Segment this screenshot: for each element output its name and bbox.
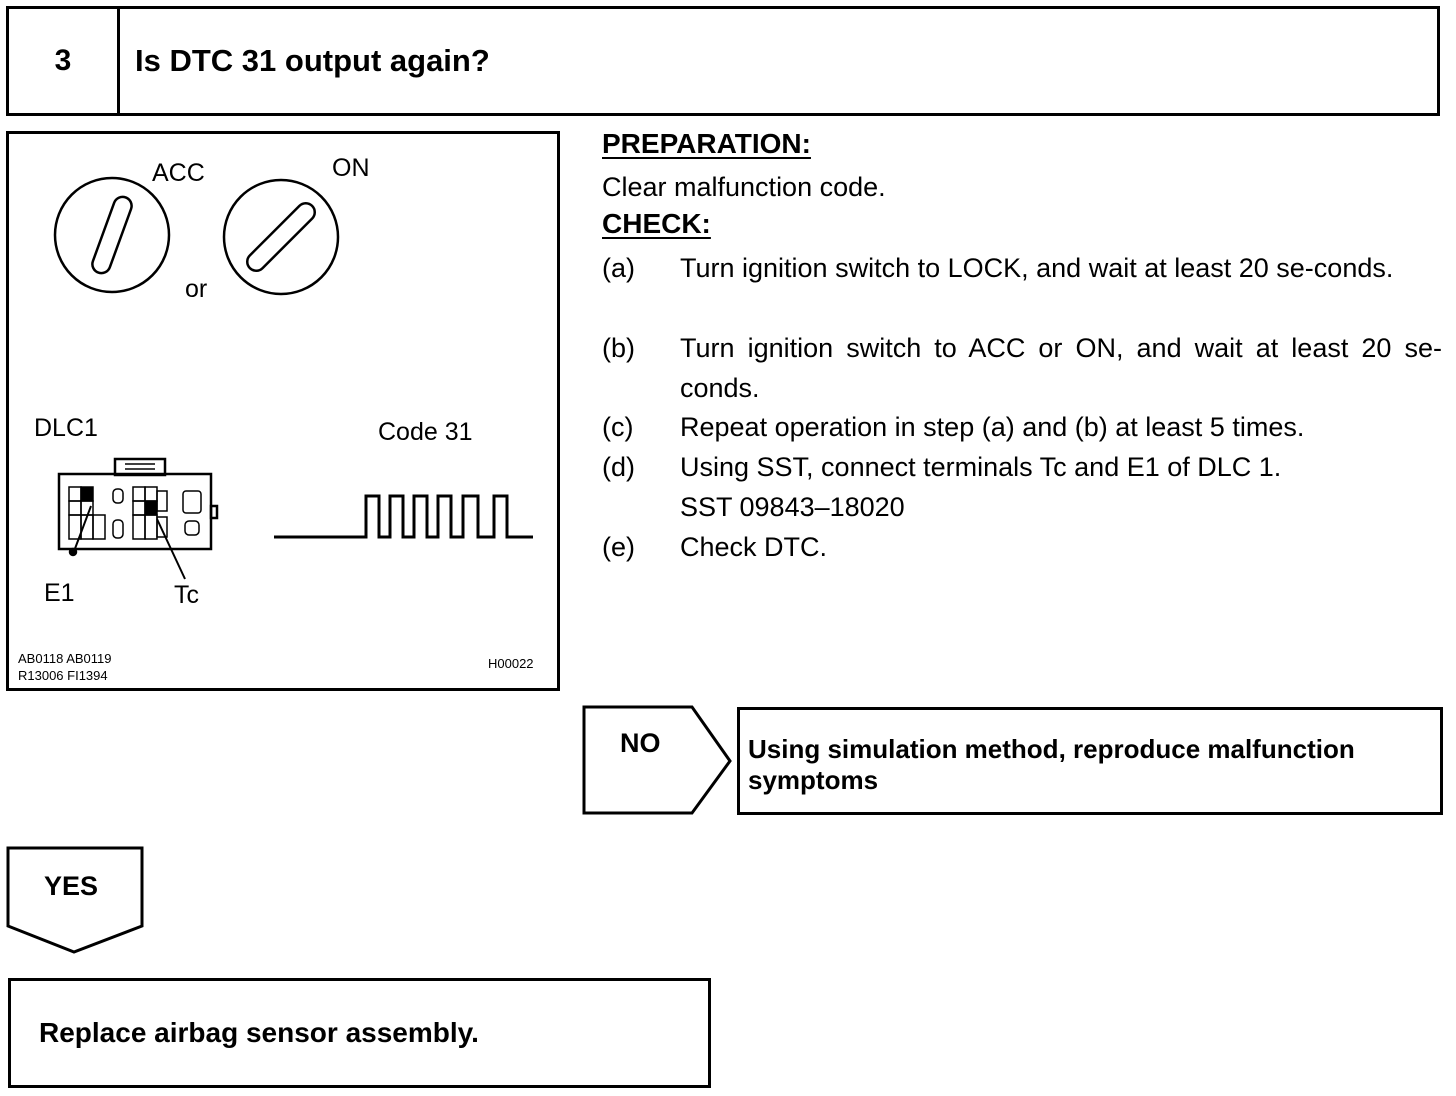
tc-label: Tc bbox=[174, 581, 199, 609]
step-title: Is DTC 31 output again? bbox=[135, 43, 490, 78]
preparation-heading: PREPARATION: bbox=[602, 128, 811, 159]
step-letter: (b) bbox=[602, 333, 635, 363]
yes-label: YES bbox=[44, 871, 99, 901]
ignition-on-icon bbox=[222, 178, 340, 296]
dlc1-label: DLC1 bbox=[34, 414, 98, 442]
step-text: Check DTC. bbox=[680, 532, 828, 562]
code31-waveform bbox=[274, 494, 533, 539]
step-text: Repeat operation in step (a) and (b) at … bbox=[680, 412, 1305, 442]
yes-result-box: Replace airbag sensor assembly. bbox=[8, 978, 711, 1088]
acc-label: ACC bbox=[152, 159, 205, 187]
illustration-panel: ACC ON or DLC1 Code 31 E1 Tc AB0118 AB01… bbox=[6, 131, 560, 691]
step-number: 3 bbox=[9, 9, 120, 113]
sst-line: SST 09843–18020 bbox=[680, 492, 905, 522]
dlc1-connector-icon bbox=[57, 457, 219, 580]
code-label: Code 31 bbox=[378, 418, 473, 446]
step-letter: (d) bbox=[602, 452, 635, 482]
check-heading: CHECK: bbox=[602, 208, 711, 239]
e1-label: E1 bbox=[44, 579, 75, 607]
illustration-drawing bbox=[53, 176, 533, 580]
yes-result-text: Replace airbag sensor assembly. bbox=[39, 1017, 479, 1048]
step-letter: (e) bbox=[602, 532, 635, 562]
no-result-text: Using simulation method, reproduce malfu… bbox=[748, 734, 1355, 795]
no-label: NO bbox=[620, 728, 661, 758]
or-label: or bbox=[185, 275, 208, 303]
on-label: ON bbox=[332, 154, 370, 182]
no-arrow-icon bbox=[582, 705, 732, 815]
step-header: 3 Is DTC 31 output again? bbox=[6, 6, 1440, 116]
ignition-acc-icon bbox=[53, 176, 171, 294]
figure-ref-right: H00022 bbox=[488, 656, 534, 671]
step-text: Turn ignition switch to ACC or ON, and w… bbox=[680, 333, 1442, 403]
no-result-box: Using simulation method, reproduce malfu… bbox=[737, 707, 1443, 815]
step-text: Using SST, connect terminals Tc and E1 o… bbox=[680, 452, 1282, 482]
step-letter: (a) bbox=[602, 253, 635, 283]
step-text: Turn ignition switch to LOCK, and wait a… bbox=[680, 253, 1394, 283]
step-letter: (c) bbox=[602, 412, 634, 442]
yes-arrow-icon bbox=[6, 846, 144, 954]
preparation-text: Clear malfunction code. bbox=[602, 172, 886, 202]
figure-ref-left: AB0118 AB0119 R13006 FI1394 bbox=[18, 651, 112, 683]
